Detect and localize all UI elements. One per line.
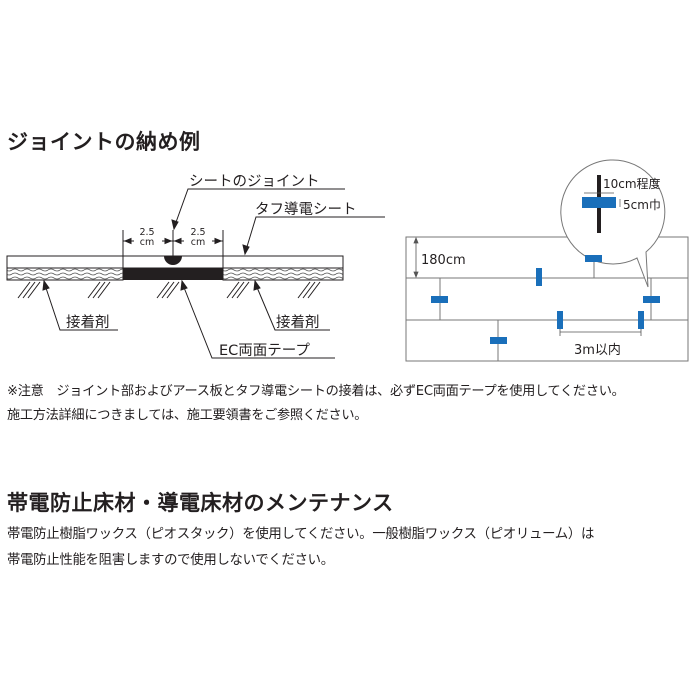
callout-length: 10cm程度 xyxy=(603,177,661,191)
label-sheet-joint: シートのジョイント xyxy=(189,174,320,190)
maintenance-line-1: 帯電防止樹脂ワックス（ピオスタック）を使用してください。一般樹脂ワックス（ピオリ… xyxy=(7,527,595,542)
label-adhesive-left: 接着剤 xyxy=(66,315,110,331)
note-line-1: ※注意 ジョイント部およびアース板とタフ導電シートの接着は、必ずEC両面テープを… xyxy=(7,384,625,399)
dim-left-unit: cm xyxy=(139,237,155,248)
label-adhesive-right: 接着剤 xyxy=(276,315,320,331)
note-line-2: 施工方法詳細につきましては、施工要領書をご参照ください。 xyxy=(7,408,368,423)
dim-right-value: 2.5 xyxy=(190,227,206,238)
label-conductive-sheet: タフ導電シート xyxy=(255,202,357,218)
label-width-180cm: 180cm xyxy=(421,253,466,268)
dim-left-value: 2.5 xyxy=(139,227,155,238)
dim-right: 2.5 cm xyxy=(184,228,212,248)
callout-width: 5cm巾 xyxy=(623,198,661,212)
joint-section-title: ジョイントの納め例 xyxy=(7,130,201,154)
dim-right-unit: cm xyxy=(190,237,206,248)
label-ec-tape: EC両面テープ xyxy=(219,343,310,359)
label-spacing-3m: 3m以内 xyxy=(574,343,621,358)
dim-left: 2.5 cm xyxy=(133,228,161,248)
maintenance-section-title: 帯電防止床材・導電床材のメンテナンス xyxy=(7,491,394,515)
maintenance-line-2: 帯電防止性能を阻害しますので使用しないでください。 xyxy=(7,553,334,568)
